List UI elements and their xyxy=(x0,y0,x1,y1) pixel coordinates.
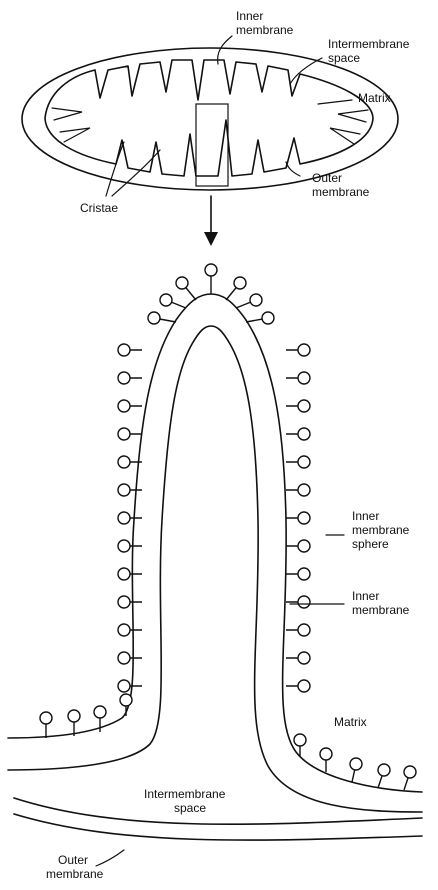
inner-membrane-sphere xyxy=(120,694,132,706)
label-outer-membrane-line-1: Outer xyxy=(312,171,342,185)
inner-membrane-sphere xyxy=(250,294,262,306)
inner-membrane-sphere xyxy=(118,428,130,440)
inner-membrane-sphere xyxy=(298,596,310,608)
leader-intermembrane-space xyxy=(290,58,322,84)
inner-membrane-sphere xyxy=(298,568,310,580)
inner-membrane-sphere xyxy=(40,712,52,724)
inner-membrane-sphere xyxy=(118,484,130,496)
inner-membrane-sphere xyxy=(118,344,130,356)
label-intermembrane-space-line-2: space xyxy=(328,51,360,65)
inner-membrane-sphere xyxy=(148,312,160,324)
crista-right-1 xyxy=(338,110,368,122)
arrow-head-icon xyxy=(204,232,218,246)
inner-membrane-sphere xyxy=(118,400,130,412)
label-inner-membrane-sphere-line-3: sphere xyxy=(352,537,389,551)
label-outer-membrane-detail-line-1: Outer xyxy=(58,853,88,867)
inner-membrane-sphere xyxy=(118,456,130,468)
label-intermembrane-space-detail-line-1: Intermembrane xyxy=(144,787,226,801)
inner-membrane-sphere xyxy=(298,652,310,664)
inner-membrane-sphere xyxy=(118,596,130,608)
inner-membrane-sphere xyxy=(94,706,106,718)
outer-membrane-ellipse xyxy=(22,48,398,190)
leader-matrix xyxy=(318,100,352,104)
leader-outer-membrane xyxy=(286,162,300,176)
inner-membrane-sphere xyxy=(234,277,246,289)
label-matrix-detail: Matrix xyxy=(334,715,367,729)
label-outer-membrane-detail-line-2: membrane xyxy=(46,867,104,881)
inner-membrane-sphere xyxy=(118,512,130,524)
inner-membrane-sphere xyxy=(205,264,217,276)
crista-left-2 xyxy=(60,128,90,142)
inner-membrane-sphere xyxy=(294,734,306,746)
outer-membrane-line-upper xyxy=(14,798,422,824)
inner-membrane-sphere xyxy=(320,748,332,760)
leader-outer-membrane-detail xyxy=(96,850,124,866)
crista-detail: Inner membrane sphere Inner membrane Mat… xyxy=(8,264,422,881)
inner-membrane-sphere xyxy=(298,344,310,356)
inner-membrane-sphere xyxy=(404,766,416,778)
label-intermembrane-space-detail-line-2: space xyxy=(174,801,206,815)
inner-membrane-sphere xyxy=(118,652,130,664)
label-inner-membrane-detail-line-2: membrane xyxy=(352,603,410,617)
inner-membrane-sphere xyxy=(176,277,188,289)
zoom-arrow xyxy=(204,196,218,246)
label-outer-membrane-line-2: membrane xyxy=(312,185,370,199)
inner-membrane-sphere xyxy=(68,710,80,722)
inner-membrane-sphere xyxy=(262,312,274,324)
inner-membrane-folded xyxy=(45,60,373,176)
crista-left-1 xyxy=(52,108,82,120)
label-inner-membrane-line-2: membrane xyxy=(236,23,294,37)
inner-membrane-sphere xyxy=(298,428,310,440)
label-inner-membrane-detail-line-1: Inner xyxy=(352,589,379,603)
inner-membrane-sphere xyxy=(118,540,130,552)
inner-membrane-sphere xyxy=(118,372,130,384)
inner-membrane-sphere xyxy=(160,294,172,306)
label-matrix-overview: Matrix xyxy=(358,91,391,105)
label-inner-membrane-sphere-line-1: Inner xyxy=(352,509,379,523)
inner-membrane-sphere xyxy=(118,680,130,692)
crista-right-2 xyxy=(330,128,360,144)
inner-membrane-sphere xyxy=(298,456,310,468)
inner-membrane-sphere xyxy=(298,680,310,692)
label-intermembrane-space-line-1: Intermembrane xyxy=(328,37,410,51)
inner-membrane-sphere xyxy=(298,624,310,636)
crista-inner-profile xyxy=(8,326,422,812)
outer-membrane-line-lower xyxy=(14,814,422,840)
mitochondrion-overview: Inner membrane Intermembrane space Matri… xyxy=(22,9,410,215)
inner-membrane-sphere xyxy=(298,540,310,552)
inner-membrane-sphere xyxy=(298,512,310,524)
label-inner-membrane-sphere-line-2: membrane xyxy=(352,523,410,537)
inner-membrane-sphere xyxy=(298,400,310,412)
label-inner-membrane-line-1: Inner xyxy=(236,9,263,23)
inner-membrane-sphere xyxy=(118,624,130,636)
inner-membrane-sphere xyxy=(350,758,362,770)
label-cristae: Cristae xyxy=(80,201,118,215)
inner-membrane-sphere xyxy=(298,484,310,496)
inner-membrane-sphere xyxy=(118,568,130,580)
inner-membrane-sphere xyxy=(298,372,310,384)
inner-membrane-sphere xyxy=(378,764,390,776)
